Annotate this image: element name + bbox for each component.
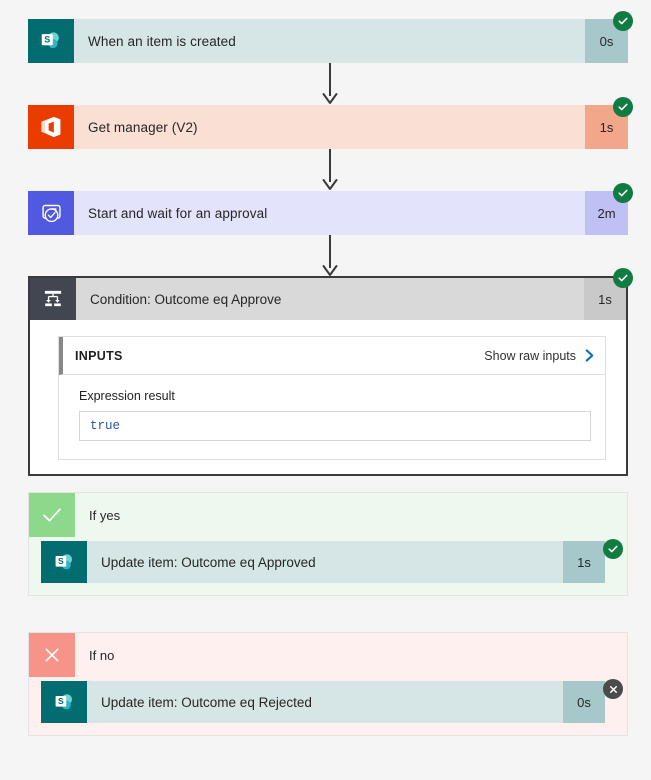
inputs-label: INPUTS — [75, 348, 123, 363]
condition-block[interactable]: Condition: Outcome eq Approve 1s INPUTS … — [28, 276, 628, 476]
step-card-when-an-item-is-created[interactable]: S When an item is created 0s — [28, 19, 628, 63]
branch-header-if-yes[interactable]: If yes — [29, 493, 627, 537]
condition-title: Condition: Outcome eq Approve — [76, 278, 584, 320]
step-card-update-item-rejected[interactable]: S Update item: Outcome eq Rejected 0s — [41, 681, 605, 723]
check-circle-icon — [613, 11, 633, 31]
svg-text:S: S — [58, 696, 64, 706]
sharepoint-icon: S — [41, 681, 87, 723]
step-card-update-item-approved[interactable]: S Update item: Outcome eq Approved 1s — [41, 541, 605, 583]
svg-text:S: S — [58, 556, 64, 566]
branch-label: If yes — [89, 507, 121, 523]
step-title: Get manager (V2) — [74, 105, 585, 149]
sharepoint-icon: S — [28, 19, 74, 63]
show-raw-inputs-label: Show raw inputs — [484, 348, 576, 363]
branch-body-if-no: S Update item: Outcome eq Rejected 0s — [29, 677, 627, 735]
inputs-header: INPUTS Show raw inputs — [59, 337, 605, 375]
check-circle-icon — [613, 268, 633, 288]
branch-if-yes[interactable]: If yes S Update item: Outcome eq Approve… — [28, 492, 628, 596]
approvals-icon — [28, 191, 74, 235]
step-title: Update item: Outcome eq Approved — [87, 541, 563, 583]
sharepoint-icon: S — [41, 541, 87, 583]
step-card-start-and-wait-for-an-approval[interactable]: Start and wait for an approval 2m — [28, 191, 628, 235]
chevron-right-icon — [584, 348, 595, 363]
expression-result-value: true — [79, 411, 591, 441]
branch-body-if-yes: S Update item: Outcome eq Approved 1s — [29, 537, 627, 595]
inputs-panel: INPUTS Show raw inputs Expression result… — [58, 336, 606, 460]
show-raw-inputs-link[interactable]: Show raw inputs — [484, 348, 595, 363]
step-title: When an item is created — [74, 19, 585, 63]
x-circle-icon — [603, 679, 623, 699]
checkmark-icon — [29, 493, 75, 537]
expression-result-label: Expression result — [79, 389, 175, 403]
step-duration: 0s — [563, 681, 605, 723]
step-title: Start and wait for an approval — [74, 191, 585, 235]
branch-label: If no — [89, 647, 115, 663]
branch-header-if-no[interactable]: If no — [29, 633, 627, 677]
check-circle-icon — [613, 97, 633, 117]
connector-arrow — [322, 63, 338, 105]
condition-branch-icon — [30, 278, 76, 320]
condition-body: INPUTS Show raw inputs Expression result… — [30, 320, 626, 474]
branch-if-no[interactable]: If no S Update item: Outcome eq Rejected… — [28, 632, 628, 736]
condition-header[interactable]: Condition: Outcome eq Approve 1s — [30, 278, 626, 320]
check-circle-icon — [603, 539, 623, 559]
office365-icon — [28, 105, 74, 149]
step-duration: 2m — [585, 191, 628, 235]
connector-arrow — [322, 235, 338, 277]
close-x-icon — [29, 633, 75, 677]
inputs-content: Expression result true — [59, 375, 605, 459]
svg-text:S: S — [44, 35, 50, 45]
connector-arrow — [322, 149, 338, 191]
check-circle-icon — [613, 183, 633, 203]
step-duration: 1s — [563, 541, 605, 583]
step-card-get-manager-v2[interactable]: Get manager (V2) 1s — [28, 105, 628, 149]
step-title: Update item: Outcome eq Rejected — [87, 681, 563, 723]
